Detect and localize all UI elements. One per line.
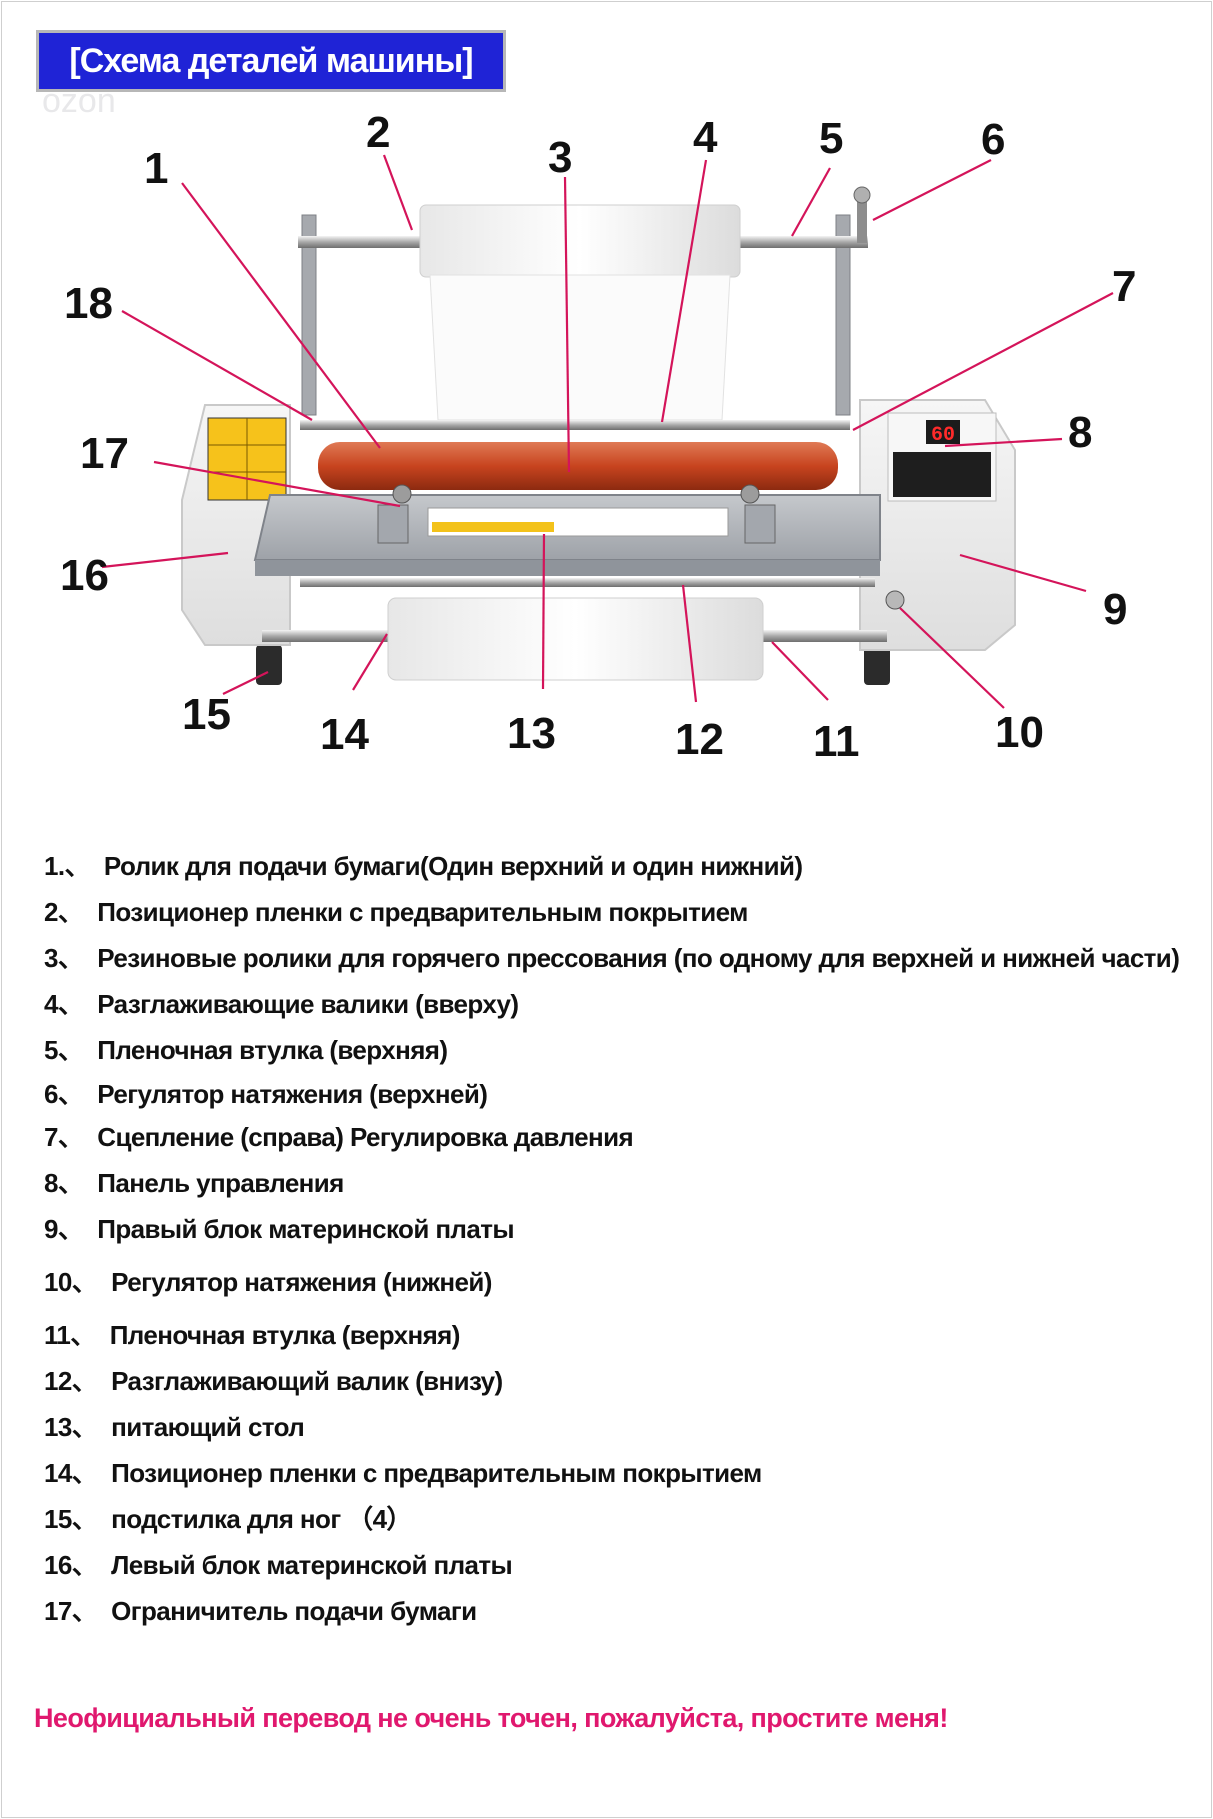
paper-limiter-left <box>377 504 409 544</box>
smoothing-roller-bottom <box>300 578 875 587</box>
pointer-lines <box>101 154 1114 709</box>
legend-item: 17、Ограничитель подачи бумаги <box>44 1596 477 1626</box>
callout-15: 15 <box>182 690 231 739</box>
title-banner: [Схема деталей машины] <box>36 30 506 92</box>
callout-13: 13 <box>507 709 556 758</box>
callout-5: 5 <box>819 114 843 163</box>
speed-display <box>926 420 960 444</box>
feed-table-label-stripe <box>432 522 554 532</box>
watermark: ozon <box>42 82 116 120</box>
film-sheet <box>429 274 731 421</box>
callout-8: 8 <box>1068 408 1092 457</box>
callout-2: 2 <box>366 108 390 157</box>
legend-item: 14、Позиционер пленки с предварительным п… <box>44 1458 762 1488</box>
paper-limiter-right-knob <box>740 484 760 504</box>
legend-item: 4、Разглаживающие валики (вверху) <box>44 989 519 1019</box>
lower-film-roll <box>387 597 764 681</box>
callout-3: 3 <box>548 133 572 182</box>
frame-upright-right <box>835 214 851 416</box>
legend-item: 11、Пленочная втулка (верхняя) <box>44 1320 460 1350</box>
foot-left <box>256 645 282 685</box>
panel-instructions <box>893 452 991 497</box>
legend-item: 3、Резиновые ролики для горячего прессова… <box>44 943 1180 973</box>
foot-right <box>864 645 890 685</box>
callout-6: 6 <box>981 115 1005 164</box>
callout-11: 11 <box>813 717 860 766</box>
tension-knob-top <box>853 186 871 204</box>
legend-item: 2、Позиционер пленки с предварительным по… <box>44 897 748 927</box>
paper-limiter-right <box>744 504 776 544</box>
paper-limiter-left-knob <box>392 484 412 504</box>
smoothing-roller-top <box>300 420 850 430</box>
legend-item: 16、Левый блок материнской платы <box>44 1550 513 1580</box>
hot-rubber-roller <box>318 442 838 490</box>
legend-item: 13、питающий стол <box>44 1412 305 1442</box>
callout-16: 16 <box>60 551 109 600</box>
callout-7: 7 <box>1112 262 1136 311</box>
translation-disclaimer: Неофициальный перевод не очень точен, по… <box>34 1703 948 1733</box>
tension-regulator-top <box>857 195 867 243</box>
tension-knob-bottom <box>885 590 905 610</box>
page-title: [Схема деталей машины] <box>69 41 473 80</box>
frame-upright-left <box>301 214 317 416</box>
callout-4: 4 <box>693 113 718 162</box>
machine-diagram: ozon 60 <box>42 82 1136 766</box>
legend-item: 1.、Ролик для подачи бумаги(Один верхний … <box>44 851 803 881</box>
callout-18: 18 <box>64 279 113 328</box>
legend-item: 10、Регулятор натяжения (нижней) <box>44 1267 492 1297</box>
speed-display-value: 60 <box>931 424 955 447</box>
callout-17: 17 <box>80 429 129 478</box>
legend-item: 5、Пленочная втулка (верхняя) <box>44 1035 448 1065</box>
legend-item: 9、Правый блок материнской платы <box>44 1214 515 1244</box>
callout-12: 12 <box>675 715 724 764</box>
callout-9: 9 <box>1103 585 1127 634</box>
callout-1: 1 <box>144 144 168 193</box>
callout-10: 10 <box>995 708 1044 757</box>
legend-item: 15、подстилка для ног （4） <box>44 1504 412 1534</box>
legend-item: 6、Регулятор натяжения (верхней) <box>44 1079 488 1109</box>
warning-label-grid <box>208 418 286 500</box>
callout-14: 14 <box>320 710 369 759</box>
legend-item: 12、Разглаживающий валик (внизу) <box>44 1366 503 1396</box>
legend-item: 8、Панель управления <box>44 1168 344 1198</box>
legend-item: 7、Сцепление (справа) Регулировка давлени… <box>44 1122 634 1152</box>
feed-table-front <box>255 560 880 576</box>
callout-numbers: 1 2 3 4 5 6 7 8 9 10 11 12 13 14 15 16 1… <box>60 108 1136 766</box>
